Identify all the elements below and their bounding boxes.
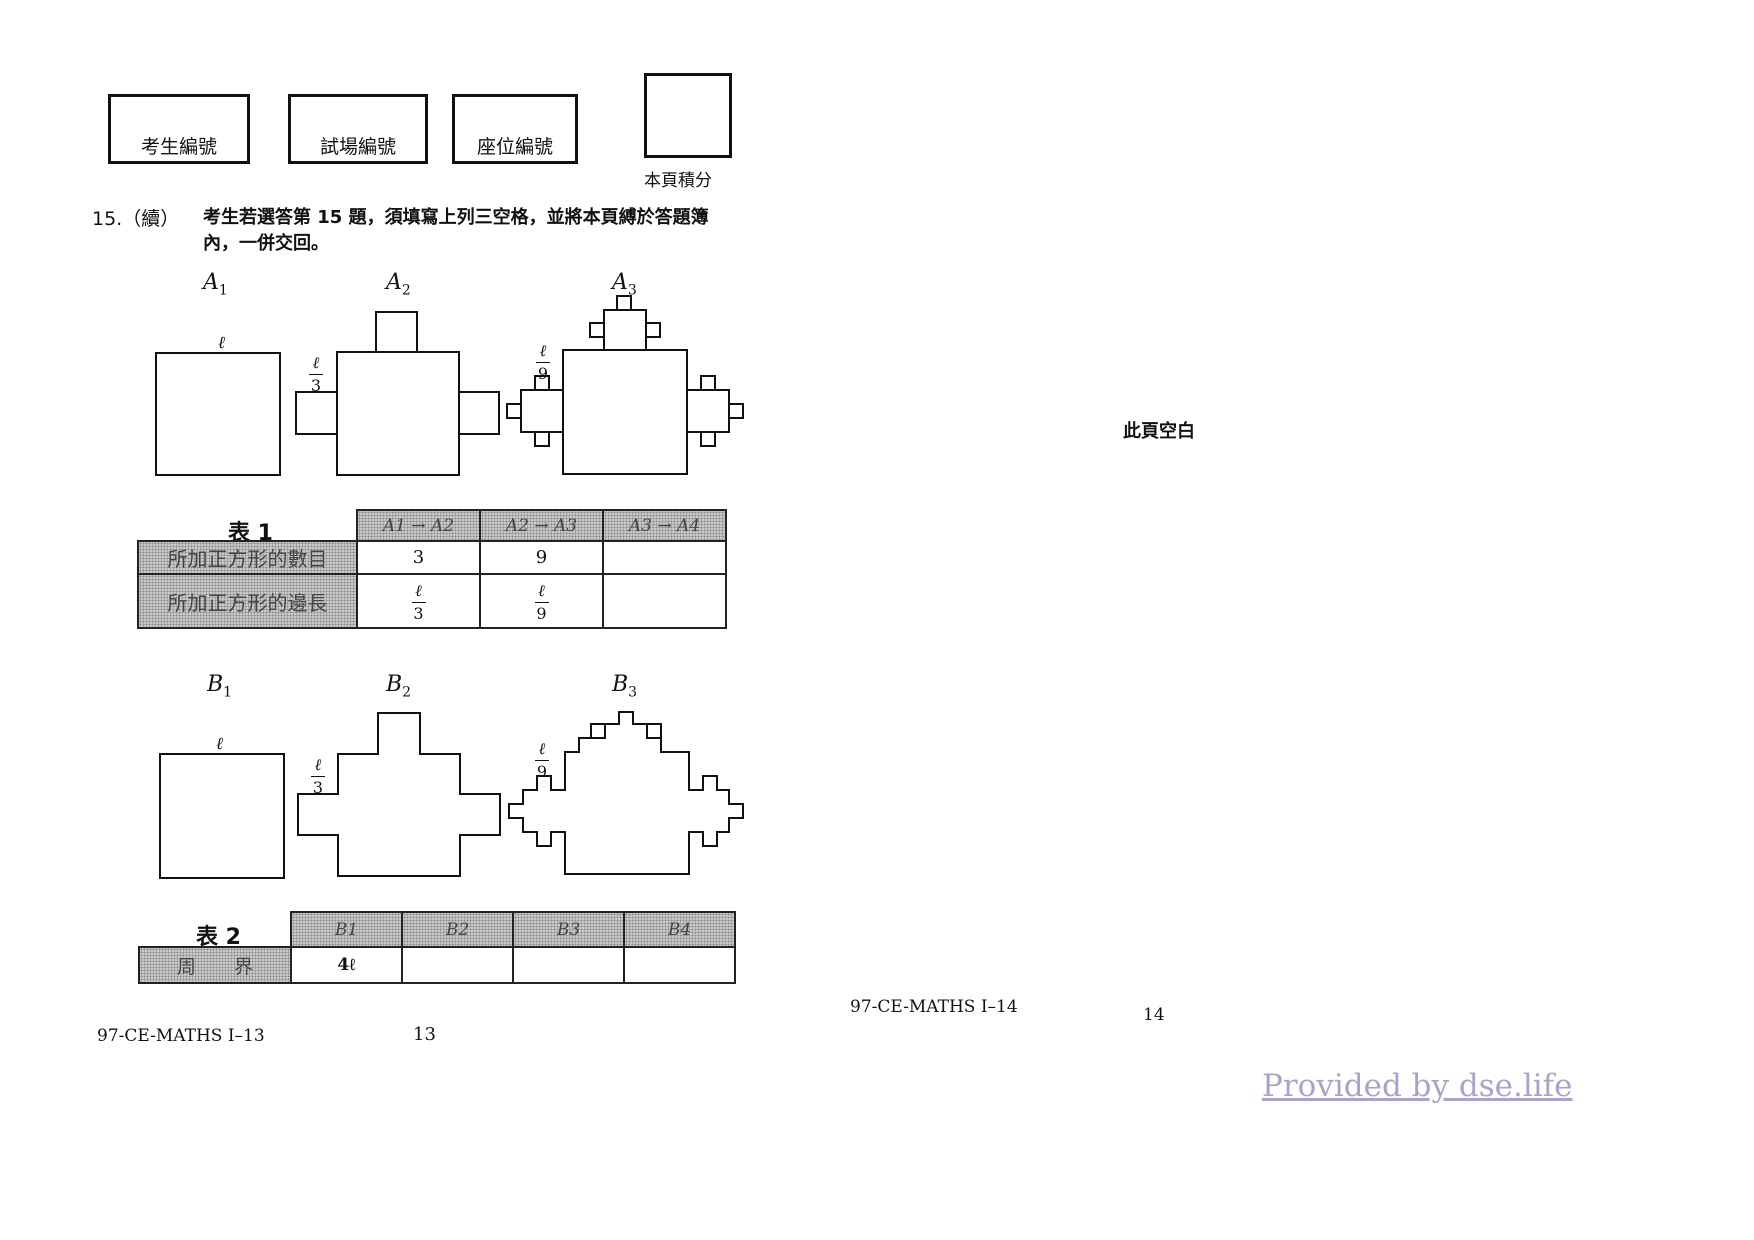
seat-number-box: 座位編號 — [452, 94, 578, 164]
table2: B1 B2 B3 B4 周 界 4ℓ — [138, 911, 736, 984]
table-row: B1 B2 B3 B4 — [139, 911, 736, 948]
table1-header-cell: A2 → A3 — [479, 509, 604, 542]
table2-cell — [512, 946, 625, 984]
question-instruction-line2: 內，一併交回。 — [203, 233, 329, 254]
figure-label-b2: B2 — [386, 672, 412, 701]
table2-row-label: 周 界 — [138, 946, 292, 984]
table2-cell: 4ℓ — [290, 946, 403, 984]
watermark-link[interactable]: Provided by dse.life — [1262, 1068, 1573, 1104]
b2-outline — [298, 713, 500, 876]
b1-side-label: ℓ — [216, 734, 224, 754]
table-row: 所加正方形的數目 3 9 — [137, 540, 727, 575]
a2-right-square — [459, 392, 499, 434]
question-number: 15.（續） — [92, 208, 180, 230]
seat-number-label: 座位編號 — [476, 136, 553, 158]
a1-square — [156, 353, 280, 475]
left-page-number: 13 — [413, 1024, 436, 1045]
figure-label-b3: B3 — [612, 672, 638, 701]
table1-cell: 9 — [479, 540, 604, 575]
table1-row2-label: 所加正方形的邊長 — [137, 573, 358, 629]
table-row: 周 界 4ℓ — [138, 946, 736, 984]
figure-label-a2: A2 — [386, 270, 411, 299]
table2-header-cell: B3 — [512, 911, 625, 948]
a2-top-square — [376, 312, 417, 352]
table2-header-cell: B4 — [623, 911, 736, 948]
figure-label-b1: B1 — [207, 672, 233, 701]
table2-cell — [623, 946, 736, 984]
page-total-box — [644, 73, 732, 158]
right-paper-code: 97-CE-MATHS I–14 — [850, 997, 1018, 1017]
table1-header-cell: A1 → A2 — [356, 509, 481, 542]
table2-header-cell: B2 — [401, 911, 514, 948]
figure-label-a3: A3 — [612, 270, 637, 299]
b1-square — [160, 754, 284, 878]
a1-side-label: ℓ — [218, 333, 226, 353]
question-instruction-line1: 考生若選答第 15 題，須填寫上列三空格，並將本頁縛於答題簿 — [203, 207, 709, 228]
blank-page-notice: 此頁空白 — [1123, 421, 1195, 442]
a2-left-square — [296, 392, 337, 434]
centre-number-box: 試場編號 — [288, 94, 428, 164]
table-row: A1 → A2 A2 → A3 A3 → A4 — [138, 509, 727, 542]
right-page-number: 14 — [1143, 1005, 1165, 1025]
table1-header-cell: A3 → A4 — [602, 509, 727, 542]
figure-label-a1: A1 — [203, 270, 228, 299]
table1-row1-label: 所加正方形的數目 — [137, 540, 358, 575]
table1-cell: 3 — [356, 540, 481, 575]
left-paper-code: 97-CE-MATHS I–13 — [97, 1026, 265, 1046]
table2-caption: 表 2 — [196, 925, 241, 950]
table2-cell — [401, 946, 514, 984]
table2-header-cell: B1 — [290, 911, 403, 948]
centre-number-label: 試場編號 — [319, 136, 396, 158]
table1: A1 → A2 A2 → A3 A3 → A4 所加正方形的數目 3 9 所加正… — [137, 509, 727, 629]
candidate-number-label: 考生編號 — [140, 136, 217, 158]
table1-cell — [602, 573, 727, 629]
table1-cell — [602, 540, 727, 575]
page-total-label: 本頁積分 — [644, 171, 712, 191]
candidate-number-box: 考生編號 — [108, 94, 250, 164]
b3-outline — [509, 712, 743, 874]
